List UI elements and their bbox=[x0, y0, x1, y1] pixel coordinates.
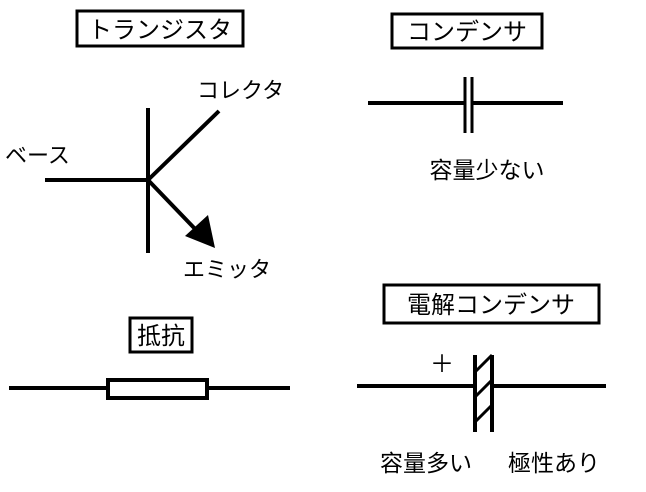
capacitor-caption: 容量少ない bbox=[430, 158, 545, 184]
resistor-body bbox=[106, 378, 209, 400]
resistor-title: 抵抗 bbox=[137, 322, 185, 350]
resistor-section: 抵抗 bbox=[9, 316, 290, 400]
emitter-lead bbox=[146, 178, 200, 234]
transistor-title-box bbox=[75, 9, 245, 48]
capacitor-section: コンデンサ 容量少ない bbox=[368, 12, 563, 184]
base-label: ベース bbox=[5, 144, 70, 169]
electrolytic-caption: 容量多い bbox=[380, 451, 472, 477]
plus-sign: ＋ bbox=[430, 350, 454, 378]
transistor-section: トランジスタ ベース コレクタ エミッタ bbox=[5, 9, 284, 283]
polarity-label: 極性あり bbox=[508, 451, 600, 477]
transistor-title: トランジスタ bbox=[88, 16, 232, 44]
electrolytic-section: 電解コンデンサ ＋ 容量多い 極性あり bbox=[357, 283, 606, 477]
capacitor-title-box bbox=[390, 12, 544, 50]
electrolytic-hatching bbox=[473, 353, 494, 424]
resistor-title-box bbox=[128, 316, 194, 354]
capacitor-title: コンデンサ bbox=[407, 18, 527, 46]
collector-label: コレクタ bbox=[197, 79, 284, 104]
electrolytic-title-box bbox=[382, 283, 601, 325]
emitter-arrow-icon bbox=[185, 215, 215, 248]
collector-lead bbox=[146, 109, 221, 182]
electrolytic-title: 電解コンデンサ bbox=[407, 291, 575, 319]
emitter-label: エミッタ bbox=[183, 258, 271, 283]
